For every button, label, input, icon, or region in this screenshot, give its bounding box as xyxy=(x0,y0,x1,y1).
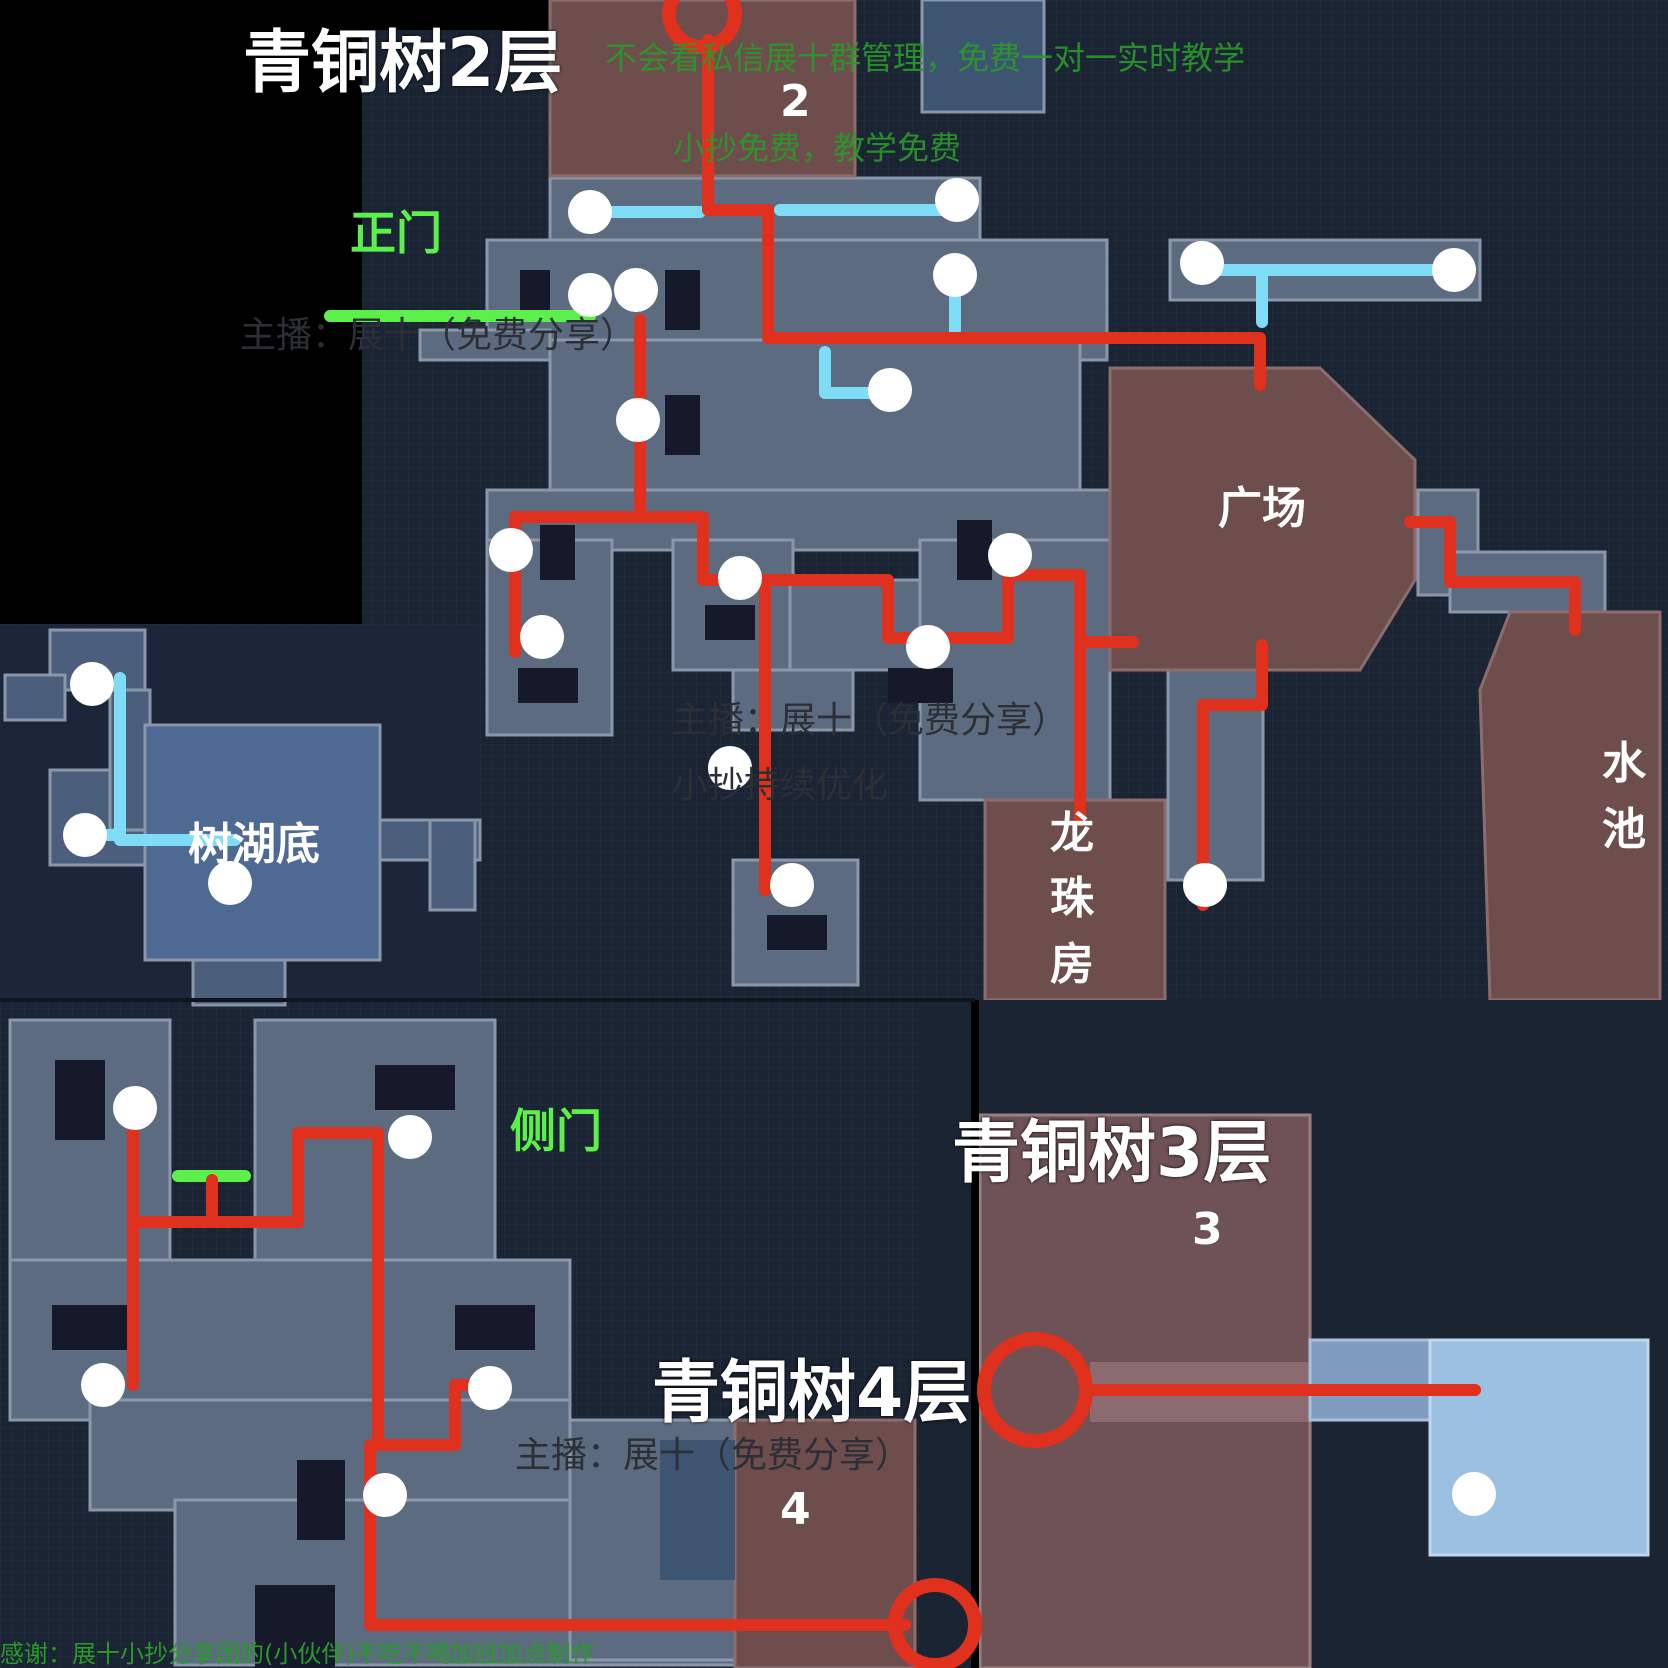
blue-room xyxy=(920,0,1046,114)
stairs-circles xyxy=(662,0,1093,1668)
pool-char-2: 池 xyxy=(1602,804,1646,855)
lake-bottom-label: 树湖底 xyxy=(188,819,320,870)
waypoints xyxy=(63,178,1496,1517)
dragon-pearl-room-char-1: 龙 xyxy=(1050,808,1094,859)
side-gate-label: 侧门 xyxy=(510,1104,602,1158)
pool-char-1: 水 xyxy=(1602,738,1646,789)
floor3-number: 3 xyxy=(1192,1204,1223,1255)
floor2-title: 青铜树2层 xyxy=(243,24,563,103)
lake-bottom-rooms xyxy=(0,625,482,1007)
floor4-title: 青铜树4层 xyxy=(652,1354,972,1433)
floor4-blue-room xyxy=(660,1440,735,1580)
promo-line-2: 小抄免费，教学免费 xyxy=(673,129,962,167)
empty-region-top xyxy=(0,0,555,30)
stairs-circle-floor2 xyxy=(662,0,742,54)
main-gate-label: 正门 xyxy=(350,206,442,260)
optimizing-watermark: 小抄持续优化 xyxy=(672,765,889,806)
plaza-label: 广场 xyxy=(1218,483,1306,534)
empty-region xyxy=(0,0,362,624)
promo-line-1: 不会看私信展十群管理，免费一对一实时教学 xyxy=(605,39,1246,77)
floor4-number: 4 xyxy=(780,1484,811,1535)
dark-pillars xyxy=(518,270,992,950)
floor4-dark-pillars xyxy=(52,1060,535,1668)
credit-text: 感谢：展十小抄分享团的(小伙伴)不吃不喝加班加点制作 xyxy=(0,1640,595,1668)
streamer-watermark-mid: 主播：展十（免费分享） xyxy=(672,700,1069,741)
floor3-title: 青铜树3层 xyxy=(952,1114,1272,1193)
dragon-pearl-room-char-3: 房 xyxy=(1050,939,1094,990)
floor2-number: 2 xyxy=(780,76,811,127)
floor2-special-rooms xyxy=(548,0,1662,1002)
streamer-watermark-bottom: 主播：展十（免费分享） xyxy=(515,1435,912,1476)
stairs-circle-floor4 xyxy=(888,1578,982,1668)
streamer-watermark-top: 主播：展十（免费分享） xyxy=(240,315,637,356)
dragon-pearl-room-char-2: 珠 xyxy=(1050,873,1094,924)
stairs-circle-floor3 xyxy=(977,1332,1093,1448)
